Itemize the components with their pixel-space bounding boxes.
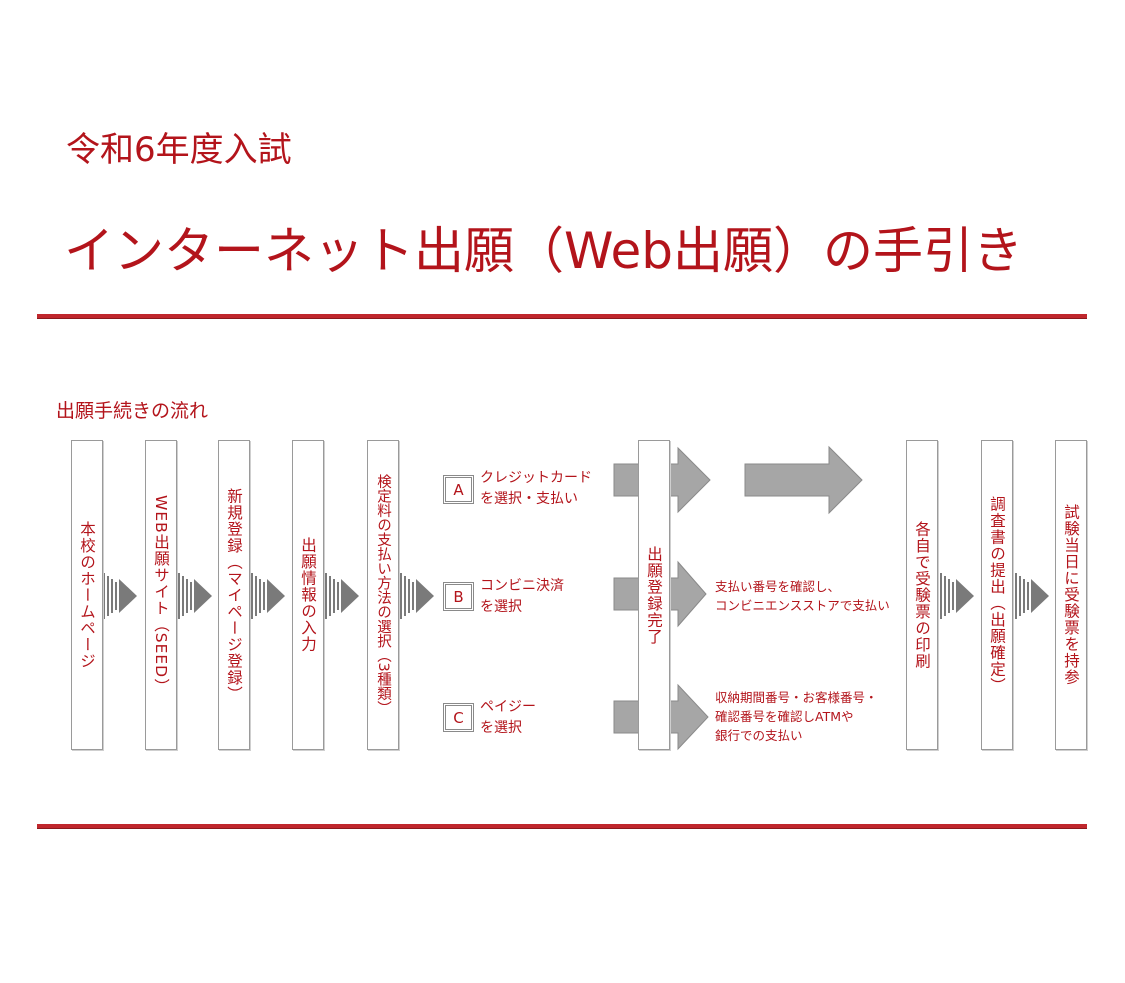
step-label: 調査書の提出（出願確定） bbox=[988, 496, 1006, 694]
option-a-line2: を選択・支払い bbox=[480, 491, 578, 507]
option-c-line2: を選択 bbox=[480, 720, 522, 736]
step-homepage: 本校のホームページ bbox=[71, 440, 103, 750]
step-label: 検定料の支払い方法の選択（3種類） bbox=[375, 474, 391, 716]
option-badge-c: C bbox=[443, 703, 474, 732]
chevron-arrow-icon bbox=[325, 573, 359, 619]
step-new-registration: 新規登録（マイページ登録） bbox=[218, 440, 250, 750]
bottom-divider bbox=[37, 824, 1087, 829]
step-submit-transcript: 調査書の提出（出願確定） bbox=[981, 440, 1013, 750]
option-c-line1: ペイジー bbox=[480, 699, 536, 715]
note-c-line3: 銀行での支払い bbox=[715, 728, 803, 743]
step-label: WEB出願サイト（SEED） bbox=[152, 495, 170, 695]
option-a-line1: クレジットカード bbox=[480, 470, 592, 486]
step-label: 試験当日に受験票を持参 bbox=[1062, 504, 1080, 686]
step-web-application-site: WEB出願サイト（SEED） bbox=[145, 440, 177, 750]
chevron-arrow-icon bbox=[1015, 573, 1049, 619]
option-b-line1: コンビニ決済 bbox=[480, 578, 564, 594]
flow-section-label: 出願手続きの流れ bbox=[56, 400, 209, 422]
step-application-input: 出願情報の入力 bbox=[292, 440, 324, 750]
option-badge-a: A bbox=[443, 475, 474, 504]
option-badge-b: B bbox=[443, 582, 474, 611]
step-label: 出願情報の入力 bbox=[299, 537, 317, 653]
block-arrow-icon bbox=[744, 445, 863, 515]
step-payment-method-select: 検定料の支払い方法の選択（3種類） bbox=[367, 440, 399, 750]
chevron-arrow-icon bbox=[251, 573, 285, 619]
step-exam-day: 試験当日に受験票を持参 bbox=[1055, 440, 1087, 750]
page-title: インターネット出願（Web出願）の手引き bbox=[64, 222, 1024, 280]
note-b-line1: 支払い番号を確認し、 bbox=[715, 579, 841, 594]
step-label: 本校のホームページ bbox=[78, 520, 96, 670]
step-registration-complete: 出願登録完了 bbox=[638, 440, 670, 750]
chevron-arrow-icon bbox=[940, 573, 974, 619]
top-divider bbox=[37, 314, 1087, 319]
step-print-admission-ticket: 各自で受験票の印刷 bbox=[906, 440, 938, 750]
note-c-line1: 収納期間番号・お客様番号・ bbox=[715, 690, 878, 705]
step-label: 各自で受験票の印刷 bbox=[913, 520, 931, 670]
step-label: 出願登録完了 bbox=[645, 545, 663, 645]
chevron-arrow-icon bbox=[178, 573, 212, 619]
note-b-line2: コンビニエンスストアで支払い bbox=[715, 598, 890, 613]
chevron-arrow-icon bbox=[103, 573, 137, 619]
chevron-arrow-icon bbox=[400, 573, 434, 619]
note-c-line2: 確認番号を確認しATMや bbox=[715, 709, 854, 724]
step-label: 新規登録（マイページ登録） bbox=[225, 487, 243, 703]
option-b-line2: を選択 bbox=[480, 599, 522, 615]
exam-year-subtitle: 令和6年度入試 bbox=[66, 130, 292, 170]
